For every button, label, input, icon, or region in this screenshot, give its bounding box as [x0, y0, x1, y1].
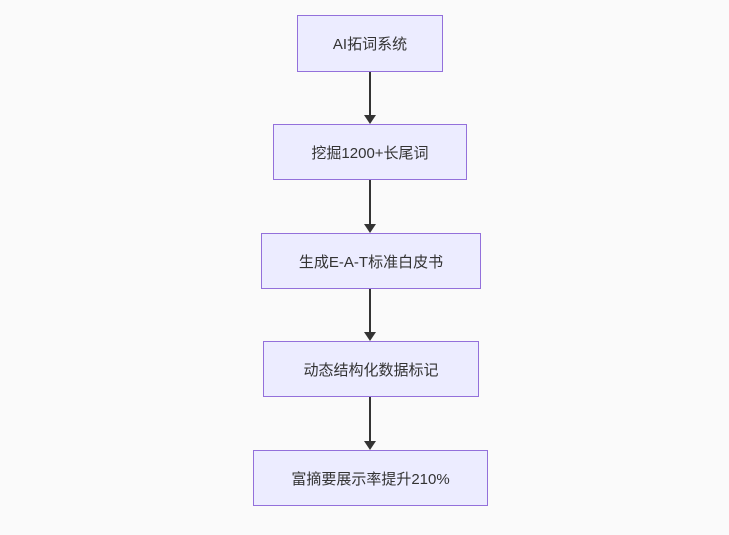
flow-arrow-4: [364, 397, 376, 450]
flow-node-label: 富摘要展示率提升210%: [291, 470, 450, 488]
flow-node-eat-whitepaper: 生成E-A-T标准白皮书: [261, 233, 481, 289]
arrow-shaft: [369, 397, 371, 441]
arrow-down-icon: [364, 224, 376, 233]
arrow-shaft: [369, 72, 371, 115]
flow-node-rich-snippet-rate: 富摘要展示率提升210%: [253, 450, 488, 506]
flow-node-label: AI拓词系统: [332, 36, 408, 53]
arrow-down-icon: [364, 115, 376, 124]
flow-arrow-1: [364, 72, 376, 124]
arrow-down-icon: [364, 441, 376, 450]
arrow-shaft: [369, 180, 371, 224]
flow-node-longtail-keywords: 挖掘1200+长尾词: [273, 124, 467, 180]
flow-node-label: 动态结构化数据标记: [303, 361, 439, 379]
arrow-shaft: [369, 289, 371, 332]
arrow-down-icon: [364, 332, 376, 341]
flow-arrow-3: [364, 289, 376, 341]
flow-node-ai-word-expansion: AI拓词系统: [297, 15, 443, 72]
flow-node-structured-data: 动态结构化数据标记: [263, 341, 479, 397]
flow-node-label: 生成E-A-T标准白皮书: [298, 253, 444, 271]
flow-node-label: 挖掘1200+长尾词: [311, 144, 429, 162]
flow-arrow-2: [364, 180, 376, 233]
